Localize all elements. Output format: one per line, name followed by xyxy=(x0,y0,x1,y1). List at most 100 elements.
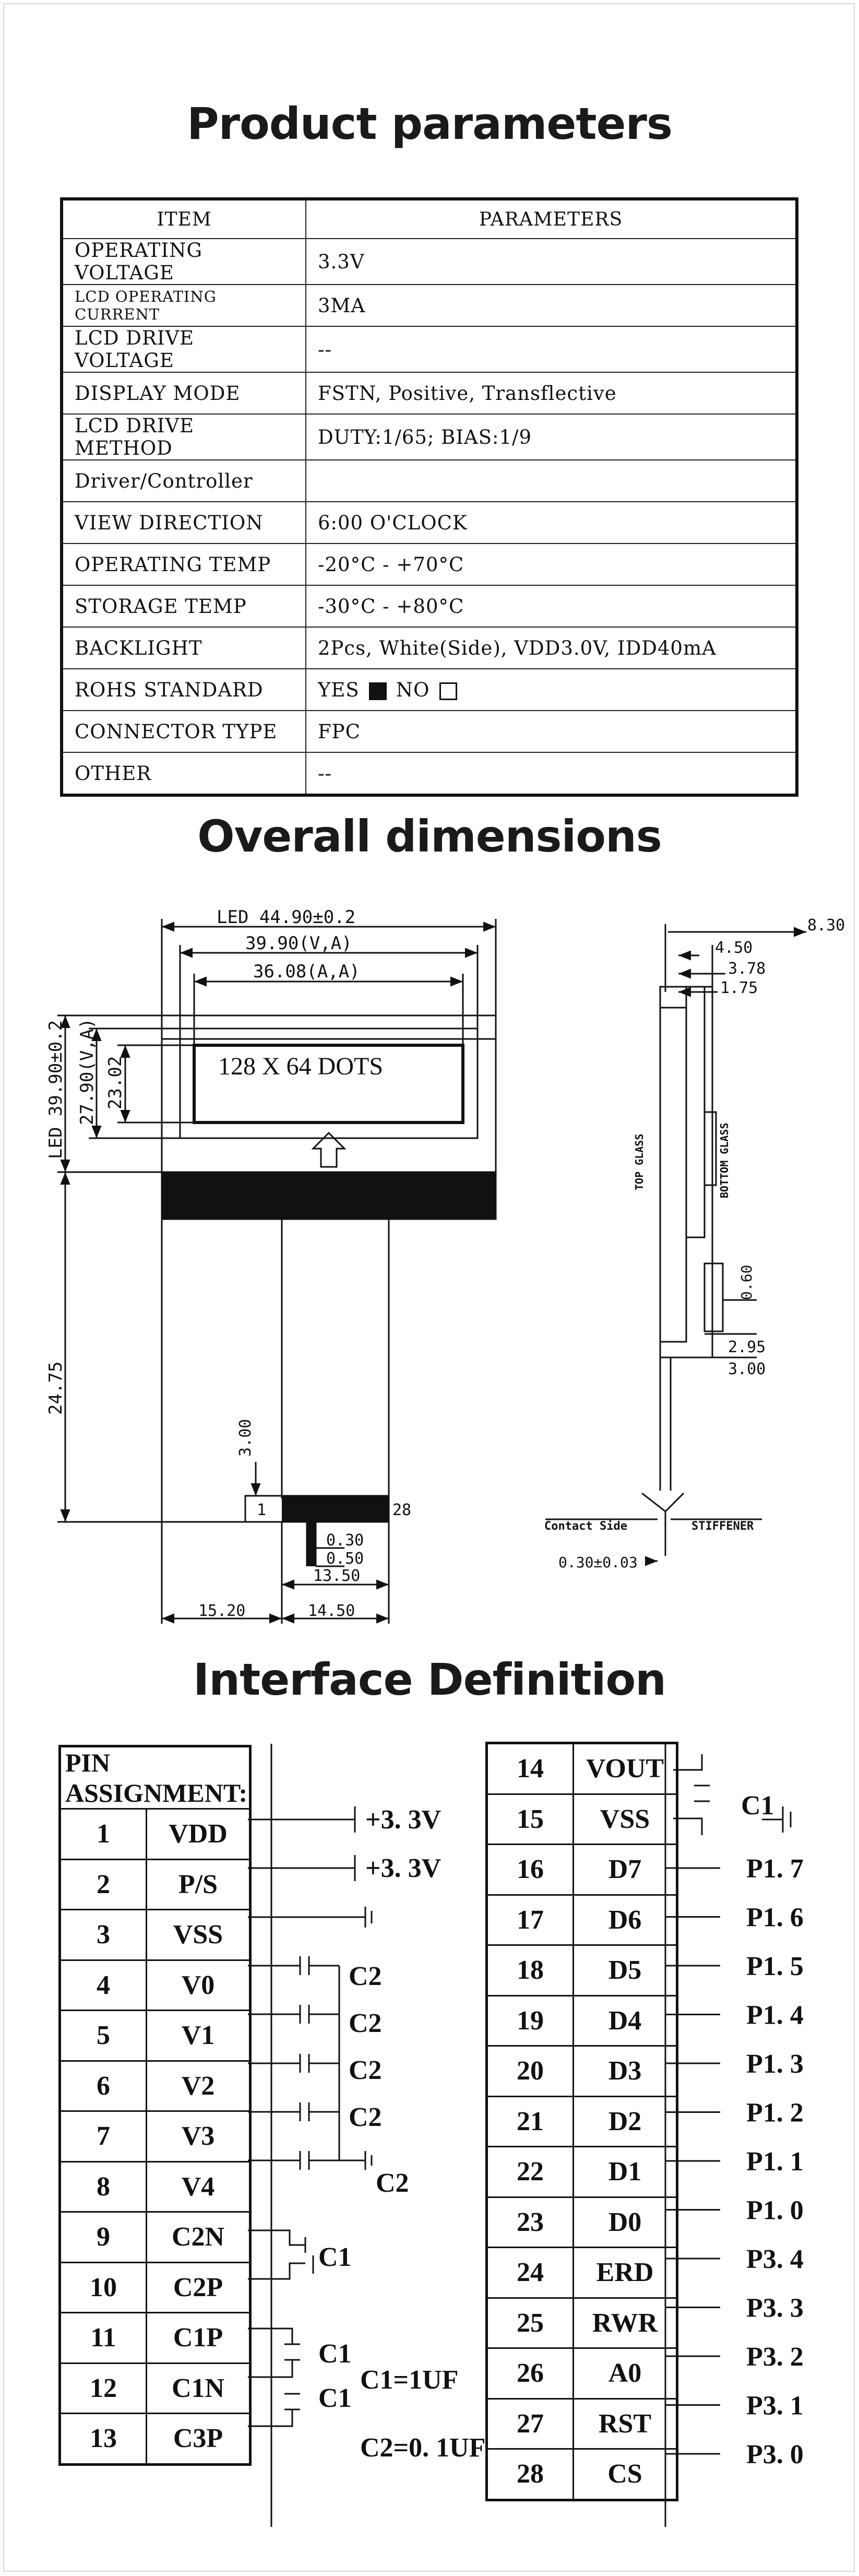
c2-label-3: C2 xyxy=(349,2055,382,2085)
c2-label-1: C2 xyxy=(349,1961,382,1991)
header-parameters: PARAMETERS xyxy=(305,198,797,239)
pin-signal: D1 xyxy=(572,2146,678,2198)
overall-dimensions-title: Overall dimensions xyxy=(197,811,662,862)
pin-signal: V1 xyxy=(146,2010,251,2062)
pin-signal: CS xyxy=(572,2448,678,2501)
port-label: P1. 1 xyxy=(746,2147,804,2177)
parameter-key: ROHS STANDARD xyxy=(61,668,306,711)
view-area xyxy=(179,1027,479,1139)
product-parameters-title: Product parameters xyxy=(187,98,673,149)
pin-signal: C3P xyxy=(146,2413,251,2465)
side-view xyxy=(545,924,806,1566)
tail-width-label: 13.50 xyxy=(313,1567,360,1585)
parameter-value: FSTN, Positive, Transflective xyxy=(305,372,797,415)
parameter-value: -- xyxy=(305,752,797,796)
side-378-label: 3.78 xyxy=(728,960,766,978)
pin-number: 3 xyxy=(59,1909,147,1961)
pin-signal: D3 xyxy=(572,2045,678,2097)
pin-number: 1 xyxy=(59,1808,147,1860)
pin-signal: VSS xyxy=(572,1793,678,1845)
port-label: P1. 0 xyxy=(746,2196,804,2226)
pin-number: 27 xyxy=(486,2397,574,2450)
parameter-key: VIEW DIRECTION xyxy=(61,501,306,544)
pin-number: 26 xyxy=(486,2347,574,2400)
capacitor-symbol xyxy=(248,2054,339,2073)
page-frame xyxy=(3,3,855,2572)
pin-number: 15 xyxy=(486,1793,574,1845)
pin-number: 24 xyxy=(486,2247,574,2299)
parameter-value: -- xyxy=(305,326,797,373)
pin-signal: V3 xyxy=(146,2110,251,2163)
parameter-value: 6:00 O'CLOCK xyxy=(305,501,797,544)
pin-number: 13 xyxy=(59,2413,147,2465)
header-item: ITEM xyxy=(61,198,306,239)
pin-signal: P/S xyxy=(146,1858,251,1910)
pin-signal: D5 xyxy=(572,1944,678,1996)
ps-supply-label: +3. 3V xyxy=(365,1853,441,1883)
pin-number: 20 xyxy=(486,2045,574,2097)
parameter-key: CONNECTOR TYPE xyxy=(61,710,306,753)
top-glass-label: TOP GLASS xyxy=(633,1134,646,1190)
pin-number: 18 xyxy=(486,1944,574,1996)
parameter-value: 2Pcs, White(Side), VDD3.0V, IDD40mA xyxy=(305,627,797,669)
parameter-value: FPC xyxy=(305,710,797,753)
capacitor-symbol xyxy=(248,2151,339,2170)
capacitor-symbol xyxy=(248,1956,339,1975)
port-label: P3. 2 xyxy=(746,2342,804,2372)
side-295-label: 2.95 xyxy=(728,1338,766,1356)
parameter-row: Driver/Controller xyxy=(61,459,797,502)
parameter-key: STORAGE TEMP xyxy=(61,585,306,628)
c2-value-label: C2=0. 1UF xyxy=(360,2433,486,2463)
port-label: P1. 7 xyxy=(746,1854,804,1884)
c2-label-2: C2 xyxy=(349,2008,382,2038)
pin-number: 28 xyxy=(486,2448,574,2501)
parameter-key: DISPLAY MODE xyxy=(61,372,306,415)
pin-signal: D0 xyxy=(572,2196,678,2248)
c1-vout-label: C1 xyxy=(741,1791,774,1821)
parameter-key: OPERATING VOLTAGE xyxy=(61,238,306,285)
pin-number: 21 xyxy=(486,2095,574,2147)
pin-signal: D7 xyxy=(572,1844,678,1896)
pin-number: 23 xyxy=(486,2196,574,2248)
pin-number: 6 xyxy=(59,2060,147,2112)
pin-signal: ERD xyxy=(572,2247,678,2299)
rohs-yes-label: YES xyxy=(318,678,360,701)
c1-label-3: C1 xyxy=(318,2383,352,2413)
port-label: P3. 4 xyxy=(746,2244,804,2274)
pin-signal: A0 xyxy=(572,2347,678,2400)
c1-value-label: C1=1UF xyxy=(360,2365,459,2395)
dimension-drawing: LED 44.90±0.2 39.90(V,A) 36.08(A,A) LED … xyxy=(45,907,845,1624)
tail-length-label: 24.75 xyxy=(45,1362,66,1415)
pin-number: 4 xyxy=(59,1959,147,2011)
interface-circuit: +3. 3V +3. 3V C2 C2 C2 C2 C2 C1 C1 C1 C1… xyxy=(248,1744,804,2527)
parameter-key: OTHER xyxy=(61,752,306,796)
port-label: P3. 0 xyxy=(746,2440,804,2469)
port-label: P3. 1 xyxy=(746,2391,804,2421)
pin-signal: V0 xyxy=(146,1959,251,2011)
side-830-label: 8.30 xyxy=(807,916,845,935)
c2-label-4: C2 xyxy=(349,2102,382,2132)
